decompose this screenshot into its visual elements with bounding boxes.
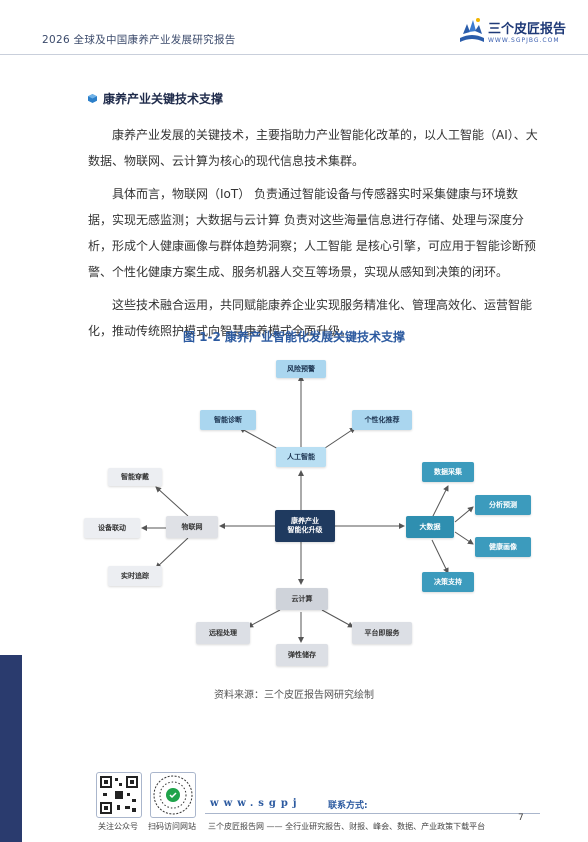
bigdata-child-health-profile: 健康画像	[475, 537, 531, 557]
paragraph-2: 具体而言，物联网（IoT） 负责通过智能设备与传感器实时采集健康与环境数据，实现…	[88, 187, 536, 279]
qr2-caption: 扫码访问网站	[148, 822, 196, 831]
figure-title: 图 1-2 康养产业智能化发展关键技术支撑	[182, 330, 406, 344]
iot-child-device-link: 设备联动	[84, 518, 140, 538]
bigdata-child-decision-support: 决策支持	[422, 572, 474, 592]
diagram-connectors	[141, 375, 474, 643]
iot-node: 物联网	[166, 516, 218, 538]
cloud-child-elastic-storage: 弹性储存	[276, 644, 328, 666]
cloud-node: 云计算	[276, 588, 328, 610]
logo-url: WWW.SGPJBG.COM	[488, 37, 560, 44]
header-divider	[0, 54, 588, 55]
qr-code-icon	[100, 776, 138, 814]
paragraph-3: 这些技术融合运用，共同赋能康养企业实现服务精准化、管理高效化、运营智能化，推动传…	[88, 298, 533, 338]
brand-logo[interactable]: 三个皮匠报告 WWW.SGPJBG.COM	[458, 16, 568, 52]
ai-child-risk-warning: 风险预警	[276, 360, 326, 378]
wechat-qr-code[interactable]	[96, 772, 142, 818]
ai-node: 人工智能	[276, 447, 326, 467]
side-decoration-bar	[0, 655, 22, 842]
cloud-child-paas: 平台即服务	[352, 622, 412, 644]
tech-support-diagram: 康养产业 智能化升级 人工智能 风险预警 智能诊断 个性化推荐 大数据 数据采集…	[70, 350, 540, 680]
bigdata-child-analysis-predict: 分析预测	[475, 495, 531, 515]
bigdata-node: 大数据	[406, 516, 454, 538]
iot-child-realtime-track: 实时追踪	[108, 566, 162, 586]
bigdata-child-data-collect: 数据采集	[422, 462, 474, 482]
footer-description: 三个皮匠报告网 —— 全行业研究报告、财报、峰会、数据、产业政策下载平台	[208, 822, 486, 831]
page-number: 7	[518, 813, 524, 823]
footer-divider	[205, 813, 540, 814]
logo-name: 三个皮匠报告	[488, 22, 567, 37]
cloud-child-remote-process: 远程处理	[196, 622, 250, 644]
mini-program-code-icon	[153, 775, 193, 815]
website-qr-code[interactable]	[150, 772, 196, 818]
book-logo-icon	[460, 18, 484, 42]
section-title: 康养产业关键技术支撑	[103, 92, 224, 106]
ai-child-personal-recommend: 个性化推荐	[352, 410, 412, 430]
qr1-caption: 关注公众号	[98, 822, 138, 831]
section-heading: 康养产业关键技术支撑	[88, 90, 223, 107]
report-header-title: 2026 全球及中国康养产业发展研究报告	[42, 34, 236, 46]
center-node: 康养产业 智能化升级	[275, 510, 335, 542]
cube-bullet-icon	[88, 94, 97, 103]
iot-child-wearable: 智能穿戴	[108, 468, 162, 486]
figure-source: 资料来源：三个皮匠报告网研究绘制	[214, 690, 374, 701]
footer-contact-label: 联系方式:	[328, 801, 368, 811]
paragraph-1: 康养产业发展的关键技术，主要指助力产业智能化改革的，以人工智能（AI）、大数据、…	[88, 128, 538, 168]
footer-website[interactable]: www.sgpj	[210, 798, 302, 809]
ai-child-smart-diagnosis: 智能诊断	[200, 410, 256, 430]
